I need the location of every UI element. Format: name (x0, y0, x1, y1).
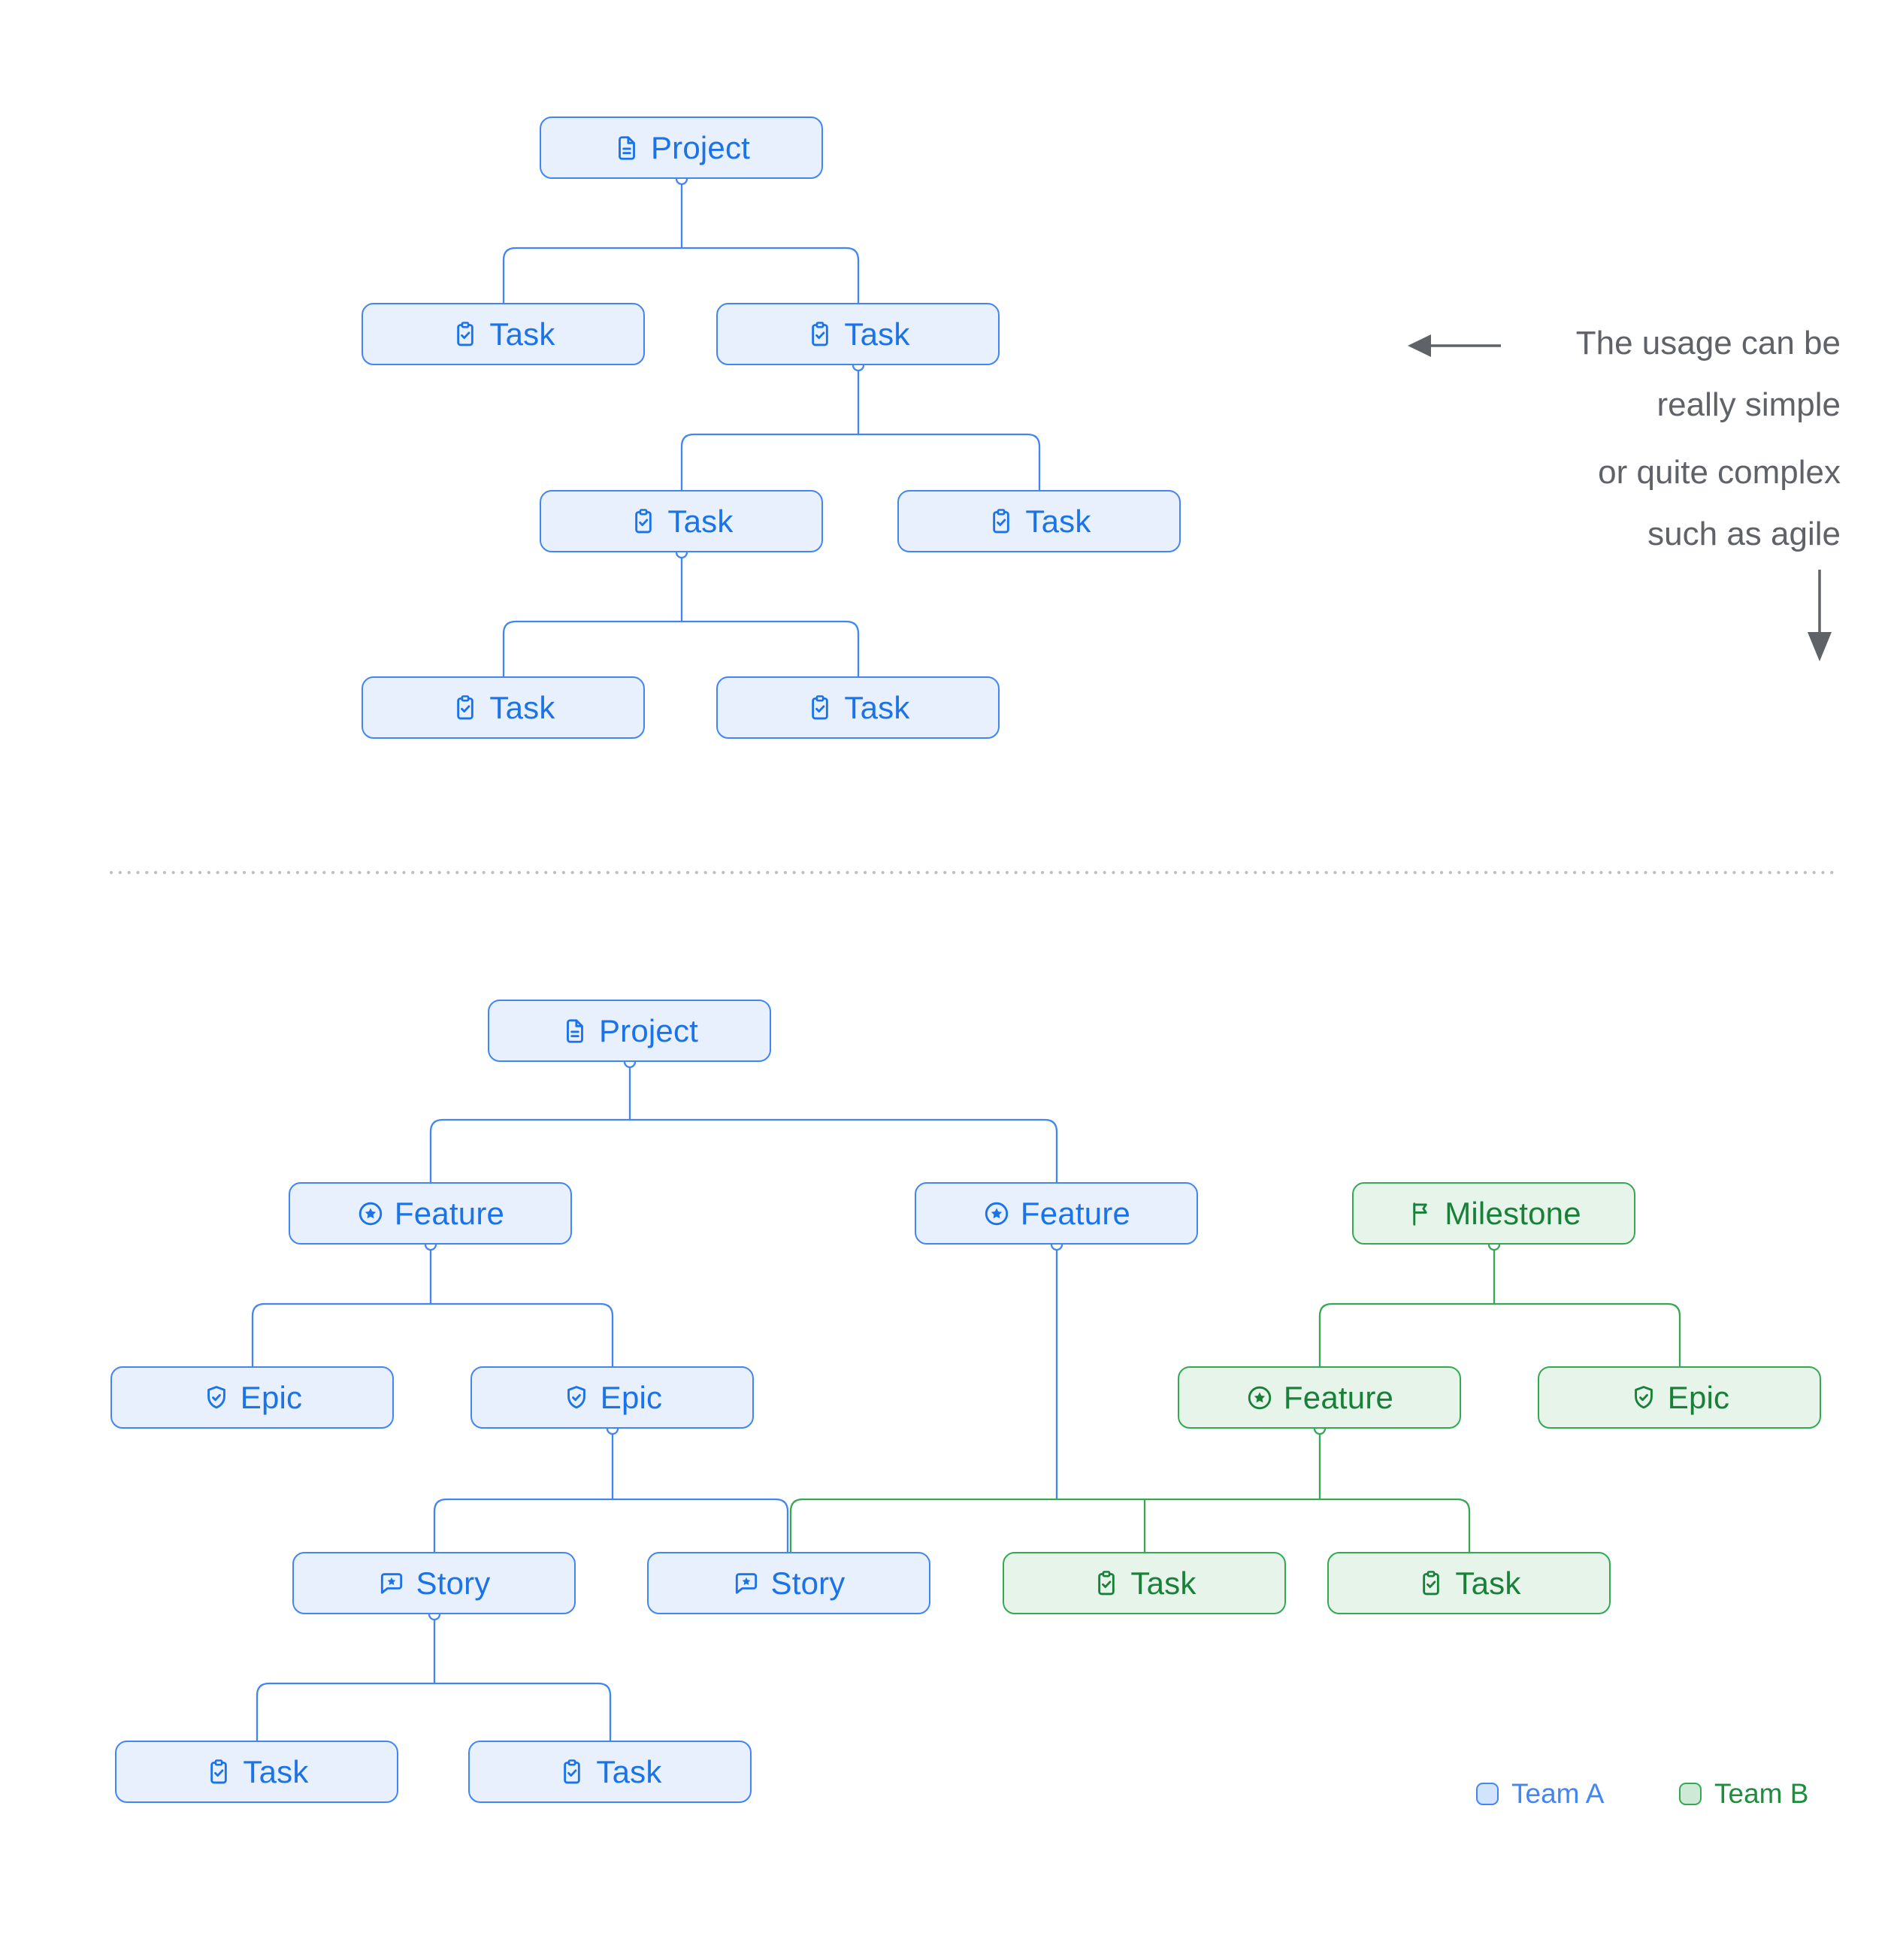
node-task: Task (716, 303, 1000, 365)
feature-icon (982, 1199, 1011, 1228)
team-a-swatch (1476, 1783, 1499, 1805)
node-label: Feature (1283, 1379, 1394, 1415)
node-label: Task (1130, 1565, 1197, 1601)
node-label: Milestone (1445, 1195, 1581, 1231)
connector-blue-complex (251, 1067, 1058, 1741)
task-icon (451, 694, 480, 722)
node-task: Task (468, 1741, 752, 1803)
team-b-swatch (1679, 1783, 1702, 1805)
node-feature: Feature (1178, 1366, 1461, 1429)
annotation-text: The usage can be really simple or quite … (1269, 313, 1841, 565)
node-task: Task (362, 303, 645, 365)
node-project: Project (540, 116, 823, 179)
node-label: Task (489, 689, 555, 725)
legend-team-b: Team B (1679, 1778, 1809, 1809)
legend-team-a: Team A (1476, 1778, 1605, 1809)
left-arrow-icon (1408, 334, 1501, 357)
legend-team-b-label: Team B (1714, 1778, 1809, 1809)
node-epic: Epic (110, 1366, 394, 1429)
node-label: Task (844, 316, 910, 352)
node-project: Project (488, 1000, 771, 1062)
node-epic: Epic (470, 1366, 754, 1429)
task-icon (806, 320, 834, 349)
node-task: Task (1327, 1552, 1611, 1614)
node-label: Task (844, 689, 910, 725)
node-label: Task (243, 1753, 309, 1789)
annotation-line: The usage can be (1575, 325, 1841, 361)
node-label: Feature (394, 1195, 505, 1231)
node-milestone: Milestone (1352, 1182, 1635, 1245)
node-label: Epic (600, 1379, 663, 1415)
node-feature: Feature (915, 1182, 1198, 1245)
node-feature: Feature (289, 1182, 572, 1245)
epic-shield-icon (202, 1384, 231, 1412)
epic-shield-icon (1629, 1384, 1658, 1412)
story-chat-icon (377, 1569, 406, 1598)
node-label: Task (596, 1753, 662, 1789)
node-label: Task (1025, 503, 1091, 539)
task-icon (987, 507, 1015, 536)
node-task: Task (540, 490, 823, 552)
node-label: Story (770, 1565, 846, 1601)
connector-green (789, 1250, 1681, 1552)
document-icon (613, 134, 641, 162)
task-icon (1417, 1569, 1445, 1598)
task-icon (1092, 1569, 1121, 1598)
connector-blue-simple (502, 184, 1041, 676)
node-story: Story (647, 1552, 930, 1614)
annotation-paragraph-1: The usage can be really simple (1269, 313, 1841, 436)
node-task: Task (115, 1741, 398, 1803)
node-epic: Epic (1538, 1366, 1821, 1429)
feature-icon (356, 1199, 385, 1228)
node-label: Project (650, 129, 751, 165)
legend-team-a-label: Team A (1511, 1778, 1605, 1809)
node-label: Story (416, 1565, 491, 1601)
down-arrow-icon (1808, 570, 1832, 661)
annotation-line: or quite complex (1598, 454, 1841, 491)
milestone-flag-icon (1406, 1199, 1435, 1228)
task-icon (629, 507, 658, 536)
feature-icon (1245, 1384, 1274, 1412)
node-label: Project (598, 1012, 699, 1048)
task-icon (451, 320, 480, 349)
annotation-paragraph-2: or quite complex such as agile (1269, 442, 1841, 565)
node-task: Task (716, 676, 1000, 739)
node-label: Task (489, 316, 555, 352)
node-label: Epic (240, 1379, 303, 1415)
story-chat-icon (732, 1569, 761, 1598)
node-label: Task (667, 503, 734, 539)
node-task: Task (897, 490, 1181, 552)
node-task: Task (362, 676, 645, 739)
node-task: Task (1003, 1552, 1286, 1614)
task-icon (806, 694, 834, 722)
node-label: Task (1455, 1565, 1521, 1601)
node-label: Epic (1667, 1379, 1730, 1415)
annotation-line: really simple (1656, 386, 1841, 423)
annotation-line: such as agile (1647, 516, 1841, 552)
node-story: Story (292, 1552, 576, 1614)
epic-shield-icon (562, 1384, 591, 1412)
node-label: Feature (1020, 1195, 1131, 1231)
task-icon (558, 1758, 586, 1786)
document-icon (561, 1017, 589, 1045)
task-icon (204, 1758, 233, 1786)
